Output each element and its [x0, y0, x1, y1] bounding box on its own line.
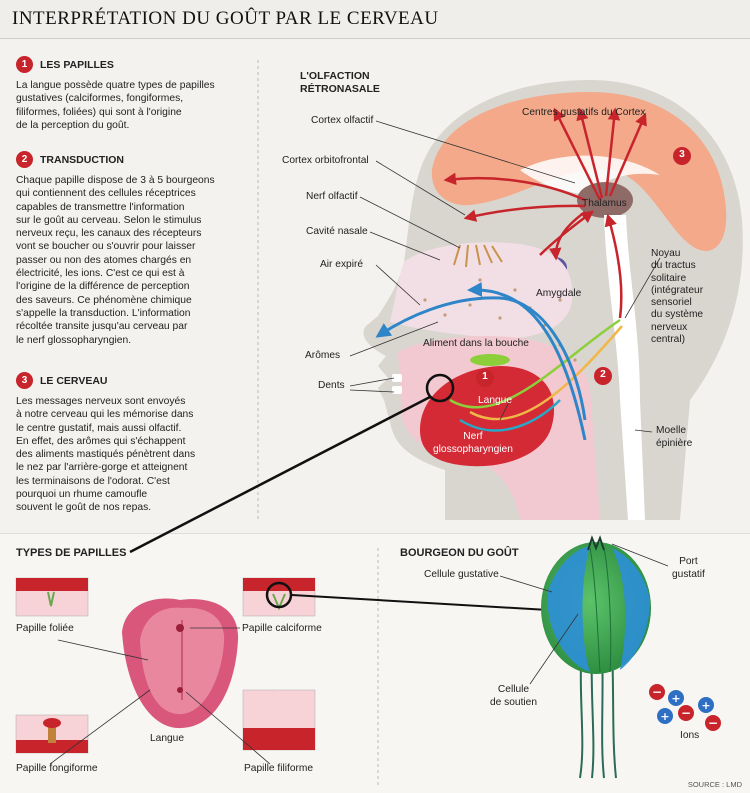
- section-number: 3: [16, 372, 33, 389]
- label-nerf-glosso: Nerf glossopharyngien: [433, 431, 513, 455]
- bourgeon-title: BOURGEON DU GOÛT: [400, 547, 519, 559]
- label-langue-bottom: Langue: [150, 733, 184, 744]
- section-cerveau: 3 LE CERVEAU Les messages nerveux sont en…: [16, 372, 252, 515]
- marker-2: 2: [600, 369, 606, 380]
- papilles-title: TYPES DE PAPILLES: [16, 547, 127, 559]
- label-papille-calciforme: Papille calciforme: [242, 623, 322, 634]
- label-papille-fongiforme: Papille fongiforme: [16, 763, 98, 774]
- label-moelle: Moelle épinière: [656, 425, 693, 449]
- section-transduction: 2 TRANSDUCTION Chaque papille dispose de …: [16, 151, 252, 347]
- svg-text:+: +: [671, 692, 680, 705]
- section-number: 2: [16, 151, 33, 168]
- label-centres-gustatifs: Centres gustatifs du Cortex: [522, 107, 646, 118]
- taste-bud: [499, 535, 669, 779]
- label-air-expire: Air expiré: [320, 259, 364, 270]
- label-aliment: Aliment dans la bouche: [423, 338, 529, 349]
- label-nerf-olfactif: Nerf olfactif: [306, 191, 358, 202]
- marker-1: 1: [482, 371, 488, 382]
- svg-text:+: +: [660, 710, 669, 723]
- label-thalamus: Thalamus: [582, 198, 627, 209]
- label-aromes: Arômes: [305, 350, 341, 361]
- section-body: La langue possède quatre types de papill…: [16, 80, 215, 131]
- svg-text:−: −: [708, 716, 718, 730]
- label-port-gustatif: Port gustatif: [672, 556, 705, 580]
- label-noyau: Noyau du tractus solitaire (intégrateur …: [651, 248, 704, 346]
- label-cortex-orbitofrontal: Cortex orbitofrontal: [282, 155, 369, 166]
- section-title: TRANSDUCTION: [40, 153, 124, 166]
- label-amygdale: Amygdale: [536, 288, 582, 299]
- section-body: Chaque papille dispose de 3 à 5 bourgeon…: [16, 175, 215, 346]
- head-profile: [129, 80, 743, 554]
- spinal-cord: [604, 215, 645, 520]
- page-title: INTERPRÉTATION DU GOÛT PAR LE CERVEAU: [12, 8, 439, 29]
- food-shape: [470, 354, 510, 366]
- papille-boxes: [15, 577, 316, 754]
- svg-text:+: +: [701, 699, 710, 712]
- header-bar: INTERPRÉTATION DU GOÛT PAR LE CERVEAU: [0, 0, 750, 39]
- label-cellule-soutien: Cellule de soutien: [490, 684, 538, 708]
- section-papilles: 1 LES PAPILLES La langue possède quatre t…: [16, 56, 252, 132]
- thalamus-shape: [577, 182, 633, 218]
- svg-text:−: −: [652, 685, 662, 699]
- label-cellule-gustative: Cellule gustative: [424, 569, 499, 580]
- olfaction-title: L'OLFACTION RÉTRONASALE: [300, 70, 380, 95]
- connector-line: [291, 594, 549, 611]
- label-ions: Ions: [680, 730, 700, 741]
- label-papille-foliee: Papille foliée: [16, 623, 74, 634]
- section-title: LE CERVEAU: [40, 374, 108, 387]
- section-body: Les messages nerveux sont envoyés à notr…: [16, 396, 196, 514]
- label-cortex-olfactif: Cortex olfactif: [311, 115, 374, 126]
- tongue-illustration: [49, 598, 271, 765]
- label-cavite-nasale: Cavité nasale: [306, 226, 368, 237]
- label-dents: Dents: [318, 380, 345, 391]
- svg-text:−: −: [681, 706, 691, 720]
- ions: − + + − + −: [649, 684, 721, 731]
- label-papille-filiforme: Papille filiforme: [244, 763, 314, 774]
- section-title: LES PAPILLES: [40, 58, 114, 71]
- marker-3: 3: [679, 149, 685, 160]
- section-number: 1: [16, 56, 33, 73]
- label-langue-head: Langue: [478, 395, 512, 406]
- source-credit: SOURCE : LMD: [687, 780, 742, 789]
